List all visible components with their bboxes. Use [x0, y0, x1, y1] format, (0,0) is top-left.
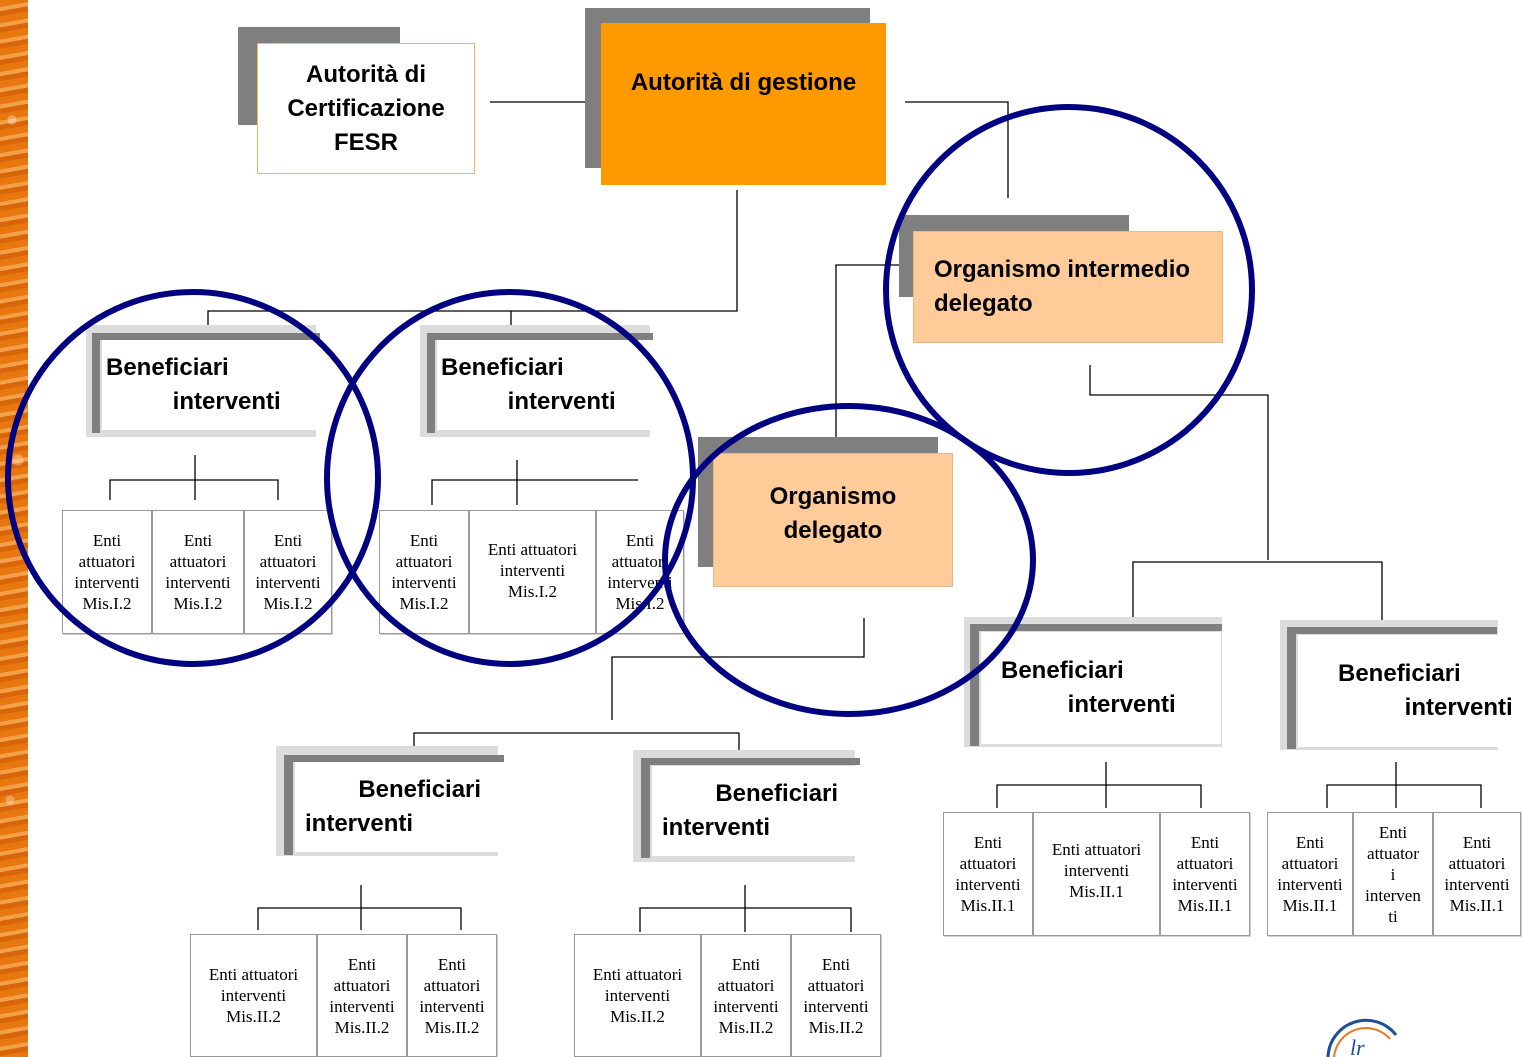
enti-attuatori-box: Enti attuatori interventi Mis.II.2: [574, 934, 701, 1057]
connector-line: [996, 784, 1202, 808]
highlight-circle: [883, 104, 1255, 476]
enti-attuatori-box: Enti attuatori interventi Mis.II.2: [317, 934, 407, 1057]
connector-line: [413, 732, 740, 755]
autorita-gestione-label: Autorità di gestione: [630, 69, 857, 96]
highlight-circle: [662, 403, 1036, 717]
enti-attuatori-box: Enti attuatori interventi Mis.I.2: [379, 510, 469, 634]
enti-attuatori-box: Enti attuatori interventi Mis.II.1: [1433, 812, 1521, 936]
box-shadow: [427, 333, 653, 340]
organismo-delegato-box: Organismo delegato: [713, 453, 953, 587]
beneficiari-label: Beneficiari interventi: [662, 780, 839, 841]
autorita-gestione-box: Autorità di gestione: [601, 23, 886, 185]
connector-line: [109, 479, 279, 500]
enti-attuatori-box: Enti attuatori interventi Mis.II.1: [1033, 812, 1160, 936]
highlight-circle: [5, 289, 381, 667]
box-shadow: [284, 755, 293, 855]
box-shadow: [641, 758, 650, 858]
highlight-circle: [324, 289, 696, 667]
connector-line: [611, 618, 865, 720]
beneficiari-label: Beneficiari interventi: [1001, 657, 1176, 718]
enti-attuatori-box: Enti attuatori interventi Mis.II.1: [1267, 812, 1353, 936]
box-shadow: [284, 755, 504, 762]
beneficiari-box-3: Beneficiari interventi: [981, 632, 1221, 744]
logo-icon: lr: [1326, 1018, 1398, 1057]
connector-line: [1132, 561, 1383, 622]
box-shadow: [92, 333, 100, 433]
enti-attuatori-box: Enti attuator i interven ti: [1353, 812, 1433, 936]
beneficiari-label: Beneficiari interventi: [305, 776, 482, 837]
beneficiari-label: Beneficiari interventi: [106, 354, 281, 415]
organismo-delegato-label: Organismo delegato: [769, 483, 897, 544]
connector-line: [431, 479, 638, 505]
box-shadow: [92, 333, 320, 340]
box-shadow: [970, 624, 979, 746]
enti-attuatori-box: Enti attuatori interventi Mis.II.1: [943, 812, 1033, 936]
connector-line: [1089, 365, 1269, 560]
organismo-intermedio-label: Organismo intermedio delegato: [934, 256, 1191, 317]
connector-line: [639, 907, 852, 932]
box-shadow: [1287, 627, 1497, 634]
enti-attuatori-box: Enti attuatori interventi Mis.II.2: [701, 934, 791, 1057]
beneficiari-label: Beneficiari interventi: [441, 354, 616, 415]
enti-attuatori-box: Enti attuatori interventi Mis.II.1: [1160, 812, 1250, 936]
box-shadow: [1287, 627, 1296, 749]
box-shadow: [641, 758, 860, 765]
connector-line: [1326, 784, 1482, 808]
connector-line: [207, 190, 738, 330]
enti-attuatori-box: Enti attuatori interventi Mis.I.2: [469, 510, 596, 634]
beneficiari-box-2: Beneficiari interventi: [437, 340, 652, 430]
beneficiari-box-6: Beneficiari interventi: [652, 766, 858, 856]
enti-attuatori-box: Enti attuatori interventi Mis.I.2: [62, 510, 152, 634]
connector-line: [905, 101, 1009, 198]
beneficiari-box-5: Beneficiari interventi: [295, 762, 503, 852]
box-shadow: [427, 333, 435, 433]
autorita-certificazione-label: Autorità di Certificazione FESR: [287, 60, 445, 156]
connector-line: [257, 907, 462, 930]
box-shadow: [970, 624, 1222, 631]
organismo-intermedio-box: Organismo intermedio delegato: [913, 231, 1223, 343]
autorita-certificazione-box: Autorità di Certificazione FESR: [257, 43, 475, 174]
svg-text:lr: lr: [1350, 1035, 1365, 1057]
beneficiari-label: Beneficiari interventi: [1338, 660, 1513, 721]
beneficiari-box-4: Beneficiari interventi: [1298, 635, 1513, 747]
enti-attuatori-box: Enti attuatori interventi Mis.I.2: [152, 510, 244, 634]
enti-attuatori-box: Enti attuatori interventi Mis.II.2: [791, 934, 881, 1057]
beneficiari-box-1: Beneficiari interventi: [102, 340, 317, 430]
